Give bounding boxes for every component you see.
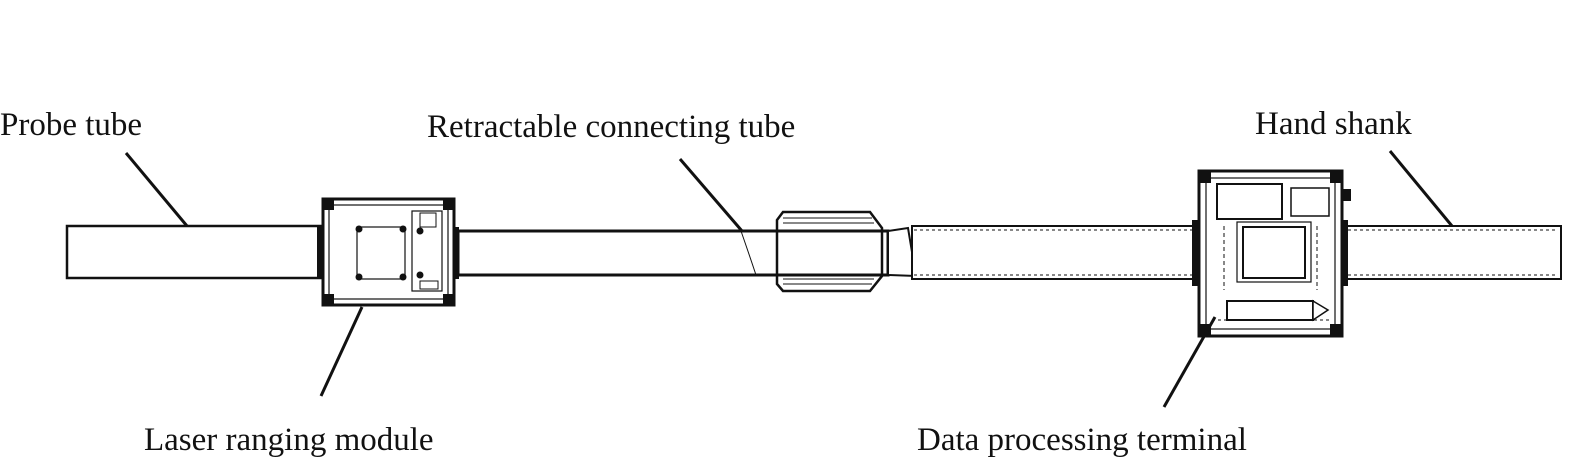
hand-shank bbox=[911, 225, 1562, 280]
label-laser-ranging-module: Laser ranging module bbox=[144, 422, 434, 458]
label-retractable-connecting-tube: Retractable connecting tube bbox=[427, 109, 796, 145]
leader-lines bbox=[124, 150, 1454, 408]
laser-ranging-module bbox=[317, 197, 459, 307]
probe-tube bbox=[65, 224, 325, 280]
data-processing-terminal bbox=[1192, 169, 1351, 338]
label-data-processing-terminal: Data processing terminal bbox=[917, 422, 1247, 458]
label-probe-tube: Probe tube bbox=[0, 107, 143, 143]
label-hand-shank: Hand shank bbox=[1255, 106, 1412, 142]
retractable-connecting-tube bbox=[456, 210, 918, 293]
